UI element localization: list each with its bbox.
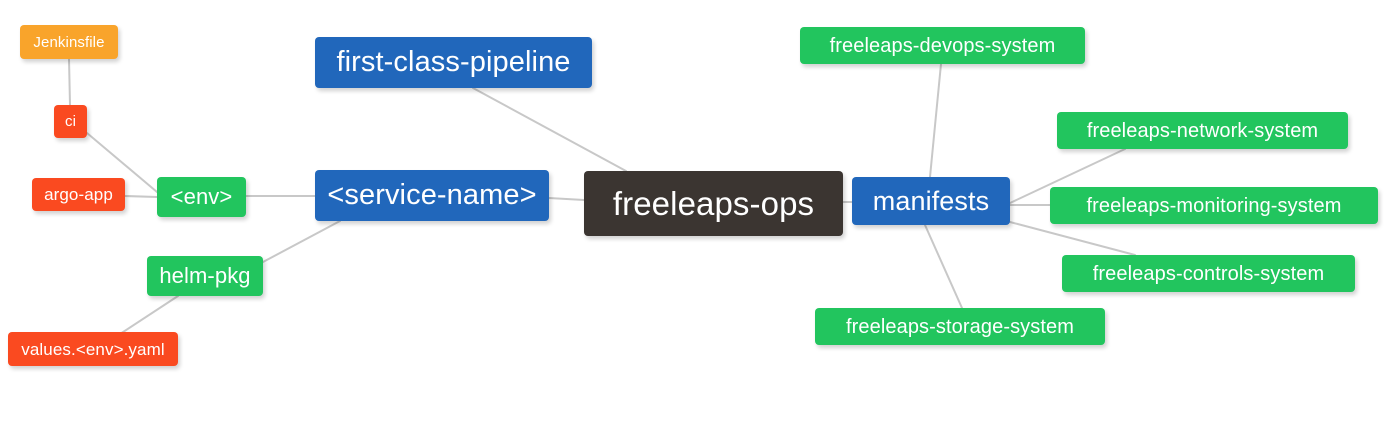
edge-manifests-to-freeleaps-controls-system — [1009, 221, 1136, 256]
node-freeleaps-devops-system[interactable]: freeleaps-devops-system — [800, 27, 1085, 64]
node-first-class-pipeline[interactable]: first-class-pipeline — [315, 37, 592, 88]
node-label-freeleaps-monitoring-system: freeleaps-monitoring-system — [1086, 194, 1342, 217]
node-manifests[interactable]: manifests — [852, 177, 1010, 225]
node-label-argo-app: argo-app — [44, 185, 113, 204]
node-label-service-name: <service-name> — [327, 179, 537, 211]
edge-first-class-pipeline-to-freeleaps-ops — [472, 87, 627, 172]
edge-service-name-to-helm-pkg — [262, 220, 341, 263]
edge-jenkinsfile-to-ci — [68, 58, 71, 106]
node-label-freeleaps-storage-system: freeleaps-storage-system — [845, 315, 1075, 338]
node-label-helm-pkg: helm-pkg — [159, 263, 251, 288]
node-freeleaps-storage-system[interactable]: freeleaps-storage-system — [815, 308, 1105, 345]
node-label-values-yaml: values.<env>.yaml — [21, 339, 165, 359]
node-label-freeleaps-ops: freeleaps-ops — [612, 185, 815, 222]
node-freeleaps-network-system[interactable]: freeleaps-network-system — [1057, 112, 1348, 149]
edge-service-name-to-freeleaps-ops — [548, 197, 585, 201]
node-freeleaps-monitoring-system[interactable]: freeleaps-monitoring-system — [1050, 187, 1378, 224]
node-helm-pkg[interactable]: helm-pkg — [147, 256, 263, 296]
edge-manifests-to-freeleaps-storage-system — [924, 224, 963, 309]
edge-helm-pkg-to-values-yaml — [119, 295, 179, 335]
node-label-ci: ci — [64, 113, 77, 130]
node-service-name[interactable]: <service-name> — [315, 170, 549, 221]
node-label-manifests: manifests — [872, 185, 990, 216]
edge-argo-app-to-env — [124, 195, 158, 198]
node-freeleaps-controls-system[interactable]: freeleaps-controls-system — [1062, 255, 1355, 292]
edge-manifests-to-freeleaps-devops-system — [929, 63, 942, 178]
node-label-first-class-pipeline: first-class-pipeline — [336, 46, 571, 78]
node-values-yaml[interactable]: values.<env>.yaml — [8, 332, 178, 366]
node-label-jenkinsfile: Jenkinsfile — [33, 33, 105, 51]
node-jenkinsfile[interactable]: Jenkinsfile — [20, 25, 118, 59]
node-env[interactable]: <env> — [157, 177, 246, 217]
node-label-freeleaps-controls-system: freeleaps-controls-system — [1092, 262, 1325, 285]
node-argo-app[interactable]: argo-app — [32, 178, 125, 211]
node-ci[interactable]: ci — [54, 105, 87, 138]
node-freeleaps-ops[interactable]: freeleaps-ops — [584, 171, 843, 236]
node-label-freeleaps-devops-system: freeleaps-devops-system — [829, 34, 1056, 57]
node-label-env: <env> — [170, 184, 233, 209]
node-label-freeleaps-network-system: freeleaps-network-system — [1086, 119, 1319, 142]
